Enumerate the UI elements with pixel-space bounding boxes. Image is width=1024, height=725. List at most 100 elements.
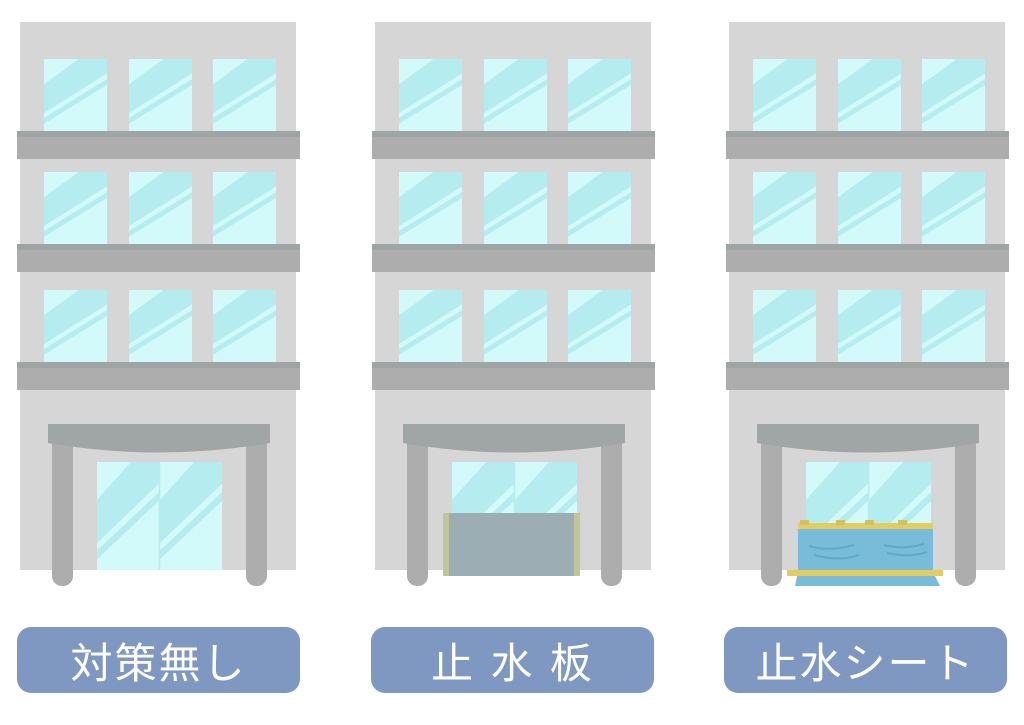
- pillar-left: [407, 432, 428, 586]
- entrance-door-right: [160, 462, 222, 570]
- glass-reflection: [129, 290, 192, 355]
- window: [44, 59, 107, 131]
- reflection-stripe: [213, 172, 276, 226]
- glass-reflection: [484, 290, 547, 355]
- reflection-stripe: [753, 79, 816, 124]
- window: [213, 172, 276, 244]
- reflection-stripe: [568, 310, 631, 355]
- window: [484, 59, 547, 131]
- window: [44, 290, 107, 362]
- reflection-stripe: [838, 172, 901, 226]
- reflection-stripe: [484, 79, 547, 124]
- reflection-stripe: [160, 462, 222, 543]
- reflection-stripe: [484, 192, 547, 237]
- reflection-stripe: [922, 310, 985, 355]
- reflection-stripe: [922, 192, 985, 237]
- window: [753, 172, 816, 244]
- window: [838, 59, 901, 131]
- window: [399, 172, 462, 244]
- window: [484, 172, 547, 244]
- reflection-stripe: [922, 79, 985, 124]
- reflection-stripe: [838, 290, 901, 344]
- reflection-stripe: [568, 192, 631, 237]
- floor-band-top: [372, 244, 655, 250]
- pillar-right: [246, 432, 267, 586]
- window: [399, 59, 462, 131]
- pillar-right: [955, 432, 976, 586]
- glass-reflection: [213, 172, 276, 237]
- reflection-stripe: [129, 290, 192, 344]
- entrance-door-left: [97, 462, 159, 570]
- reflection-stripe: [213, 310, 276, 355]
- sheet-top-band: [798, 523, 933, 529]
- pillar-left: [52, 432, 73, 586]
- reflection-stripe: [753, 310, 816, 355]
- floor-band-top: [726, 362, 1009, 368]
- floor-band-top: [17, 131, 300, 137]
- reflection-stripe: [44, 192, 107, 237]
- reflection-stripe: [44, 310, 107, 355]
- floor-band-top: [726, 244, 1009, 250]
- label-water-stop-board: 止 水 板: [371, 627, 654, 693]
- window: [568, 290, 631, 362]
- reflection-stripe: [806, 462, 868, 543]
- reflection-stripe: [213, 290, 276, 344]
- window: [922, 172, 985, 244]
- window: [838, 172, 901, 244]
- glass-reflection: [44, 59, 107, 124]
- reflection-stripe: [44, 290, 107, 344]
- glass-reflection: [399, 59, 462, 124]
- reflection-stripe: [922, 172, 985, 226]
- reflection-stripe: [869, 462, 931, 543]
- floor-band-top: [17, 244, 300, 250]
- window: [753, 290, 816, 362]
- water-stop-board: [449, 513, 574, 576]
- window: [129, 172, 192, 244]
- reflection-stripe: [753, 172, 816, 226]
- glass-reflection: [97, 462, 159, 560]
- window: [129, 59, 192, 131]
- reflection-stripe: [922, 59, 985, 113]
- reflection-stripe: [129, 192, 192, 237]
- glass-reflection: [922, 172, 985, 237]
- reflection-stripe: [44, 172, 107, 226]
- reflection-stripe: [484, 172, 547, 226]
- reflection-stripe: [568, 290, 631, 344]
- glass-reflection: [399, 290, 462, 355]
- glass-reflection: [484, 59, 547, 124]
- window: [568, 172, 631, 244]
- sheet-clip: [898, 520, 907, 525]
- entrance-canopy: [48, 424, 270, 453]
- floor-band-top: [726, 131, 1009, 137]
- reflection-stripe: [399, 79, 462, 124]
- glass-reflection: [753, 290, 816, 355]
- floor-band-top: [372, 362, 655, 368]
- window: [129, 290, 192, 362]
- reflection-stripe: [399, 59, 462, 113]
- reflection-stripe: [129, 59, 192, 113]
- glass-reflection: [838, 290, 901, 355]
- reflection-stripe: [399, 290, 462, 344]
- reflection-stripe: [753, 192, 816, 237]
- floor-band-top: [372, 131, 655, 137]
- reflection-stripe: [838, 79, 901, 124]
- reflection-stripe: [838, 59, 901, 113]
- reflection-stripe: [97, 462, 159, 543]
- reflection-stripe: [753, 59, 816, 113]
- reflection-stripe: [129, 310, 192, 355]
- building-none: [17, 22, 300, 586]
- glass-reflection: [753, 59, 816, 124]
- window: [213, 290, 276, 362]
- glass-reflection: [568, 59, 631, 124]
- glass-reflection: [129, 172, 192, 237]
- glass-reflection: [922, 290, 985, 355]
- reflection-stripe: [213, 192, 276, 237]
- window: [213, 59, 276, 131]
- sheet-clip: [800, 520, 809, 525]
- reflection-stripe: [399, 192, 462, 237]
- window: [568, 59, 631, 131]
- glass-reflection: [922, 59, 985, 124]
- reflection-stripe: [213, 59, 276, 113]
- sheet-clip: [865, 520, 874, 525]
